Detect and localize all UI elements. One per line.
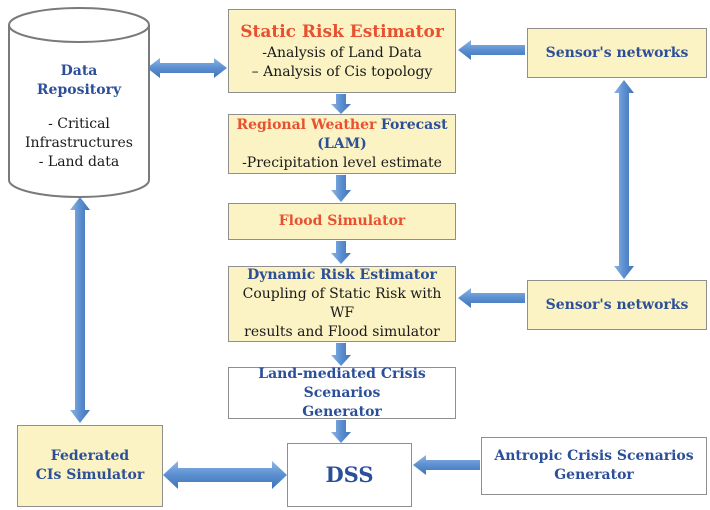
- repository-item-3: - Land data: [38, 154, 120, 170]
- arrow-repo-federated: [70, 197, 90, 423]
- dss-box: DSS: [287, 443, 412, 507]
- arrow-sensors-top-static: [458, 40, 525, 60]
- arrow-repo-static: [147, 58, 227, 78]
- weather-title-blue: Forecast: [380, 116, 448, 133]
- arrow-weather-flood: [331, 175, 351, 202]
- dynamic-risk-title: Dynamic Risk Estimator: [247, 267, 437, 283]
- static-risk-title: Static Risk Estimator: [240, 21, 444, 42]
- flood-title: Flood Simulator: [278, 213, 406, 229]
- data-repository-cylinder: [8, 7, 150, 198]
- weather-line2: (LAM): [317, 135, 367, 152]
- data-repository: Data Repository - Critical Infrastructur…: [14, 62, 144, 172]
- static-risk-estimator-box: Static Risk Estimator -Analysis of Land …: [228, 9, 456, 93]
- federated-line1: Federated: [50, 448, 130, 464]
- dynamic-risk-line2: results and Flood simulator: [244, 324, 440, 340]
- federated-simulator-box: Federated CIs Simulator: [17, 425, 163, 507]
- sensors-networks-bottom-box: Sensor's networks: [527, 280, 707, 330]
- arrow-federated-dss: [163, 461, 287, 489]
- flood-simulator-box: Flood Simulator: [228, 203, 456, 240]
- repository-title-line2: Repository: [36, 82, 122, 98]
- weather-line3: -Precipitation level estimate: [242, 154, 442, 171]
- repository-item-1: - Critical: [48, 116, 110, 132]
- federated-line2: CIs Simulator: [35, 467, 145, 483]
- antropic-generator-box: Antropic Crisis Scenarios Generator: [481, 437, 707, 495]
- repository-item-2: Infrastructures: [25, 135, 133, 151]
- arrow-static-weather: [331, 94, 351, 114]
- dynamic-risk-line1: Coupling of Static Risk with WF: [242, 286, 442, 321]
- arrow-antropic-dss: [413, 455, 480, 475]
- weather-title-red: Regional Weather: [236, 116, 377, 133]
- arrow-land-dss: [331, 420, 351, 443]
- dss-label: DSS: [325, 462, 374, 487]
- arrow-dynamic-land: [331, 343, 351, 366]
- antropic-line2: Generator: [554, 467, 634, 483]
- sensors-top-label: Sensor's networks: [545, 44, 689, 61]
- repository-title-line1: Data: [60, 63, 98, 79]
- antropic-line1: Antropic Crisis Scenarios: [494, 448, 694, 464]
- weather-title: Regional Weather Forecast: [236, 116, 447, 135]
- land-mediated-generator-box: Land-mediated Crisis Scenarios Generator: [228, 365, 456, 420]
- land-mediated-line1: Land-mediated Crisis Scenarios: [258, 365, 426, 401]
- land-mediated-line2: Generator: [302, 403, 382, 420]
- sensors-networks-top-box: Sensor's networks: [527, 28, 707, 78]
- arrow-sensors-bottom-dynamic: [458, 288, 525, 308]
- arrow-sensors-sensors: [614, 80, 634, 279]
- static-risk-line1: -Analysis of Land Data: [262, 44, 422, 61]
- static-risk-line2: – Analysis of Cis topology: [251, 63, 433, 80]
- weather-forecast-box: Regional Weather Forecast (LAM) -Precipi…: [228, 114, 456, 174]
- dynamic-risk-estimator-box: Dynamic Risk Estimator Coupling of Stati…: [228, 266, 456, 342]
- arrow-flood-dynamic: [331, 241, 351, 264]
- sensors-bottom-label: Sensor's networks: [545, 296, 689, 313]
